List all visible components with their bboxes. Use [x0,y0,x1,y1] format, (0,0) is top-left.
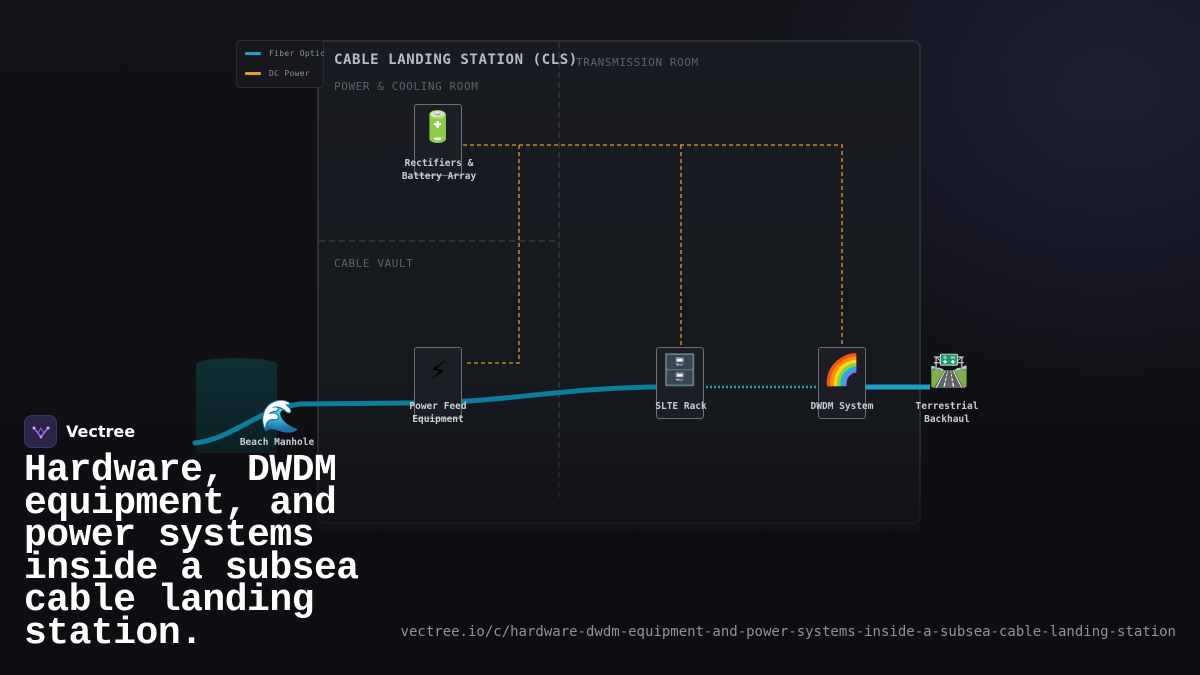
battery-icon: 🔋 [419,110,457,145]
legend-item-power: DC Power [245,69,310,78]
legend-item-fiber: Fiber Optic [245,49,325,58]
node-power-feed-equipment[interactable]: ⚡ [414,347,462,419]
legend: Fiber Optic DC Power [236,40,325,88]
zone-label-power-cooling-room: POWER & COOLING ROOM [334,80,479,93]
dc-power-to-pfe [465,145,520,364]
beach-manhole-shaft [196,358,277,453]
legend-swatch-fiber [245,52,261,55]
page-headline: Hardware, DWDM equipment, and power syst… [24,449,359,655]
node-rectifiers-battery[interactable]: 🔋 [414,104,462,176]
motorway-icon[interactable]: 🛣️ [929,351,969,389]
wave-icon[interactable]: 🌊 [260,397,300,435]
legend-swatch-power [245,72,261,75]
node-label-rectifiers: Rectifiers & Battery Array [401,158,477,182]
zone-label-cable-vault: CABLE VAULT [334,257,414,270]
zone-label-transmission-room: TRANSMISSION ROOM [576,56,699,69]
node-label-manhole: Beach Manhole [239,437,315,448]
legend-label-fiber: Fiber Optic [269,49,326,58]
file-cabinet-icon: 🗄️ [661,353,699,388]
node-label-slte: SLTE Rack [655,401,707,412]
node-label-dwdm: DWDM System [810,401,874,412]
brand-name: Vectree [66,422,136,441]
node-label-backhaul: Terrestrial Backhaul [915,401,979,425]
cls-title: CABLE LANDING STATION (CLS) [334,52,578,68]
rainbow-icon: 🌈 [823,353,861,388]
vectree-logo-icon [24,415,57,448]
node-label-pfe: Power Feed Equipment [409,401,467,425]
page-url[interactable]: vectree.io/c/hardware-dwdm-equipment-and… [400,624,1176,640]
lightning-icon: ⚡ [428,353,448,388]
node-slte-rack[interactable]: 🗄️ [656,347,704,419]
legend-label-power: DC Power [269,69,310,78]
dc-power-bus [463,144,843,347]
brand[interactable]: Vectree [24,415,135,448]
node-dwdm-system[interactable]: 🌈 [818,347,866,419]
